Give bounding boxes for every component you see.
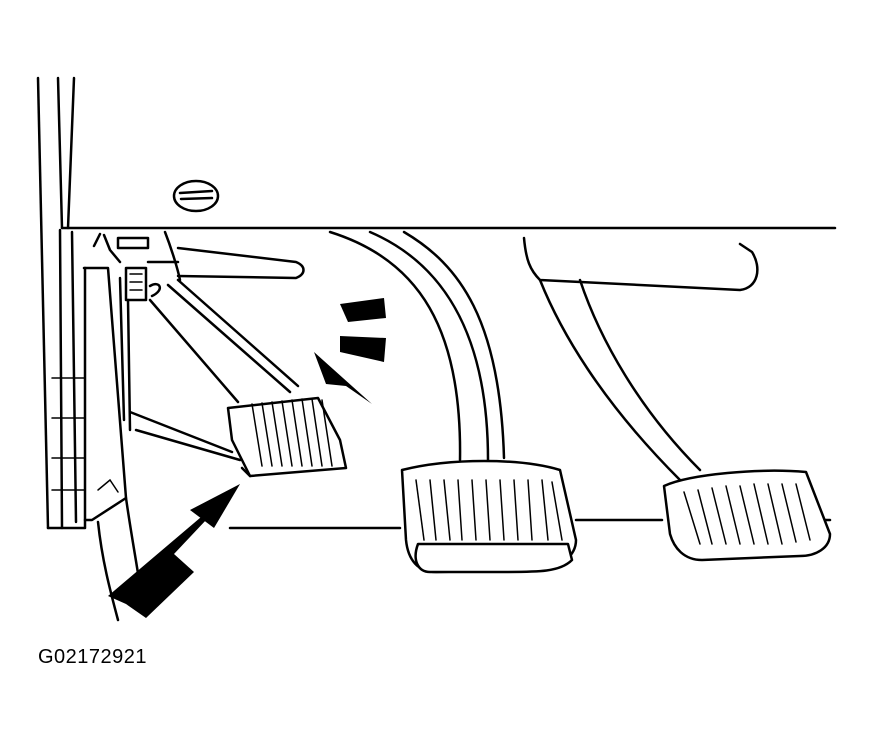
release-rod xyxy=(163,230,305,282)
pedal-switch xyxy=(116,236,180,302)
brake-pedal xyxy=(328,230,578,574)
figure-caption: G02172921 xyxy=(38,646,148,668)
arrow-pointing-up-right-icon xyxy=(108,484,240,618)
segmented-arrow-pointing-down-left-icon xyxy=(314,298,386,404)
kick-panel xyxy=(70,230,132,524)
parking-brake-pedal xyxy=(128,278,348,478)
accelerator-pedal xyxy=(522,236,832,562)
floor xyxy=(96,496,832,622)
dashboard-edge xyxy=(60,179,837,230)
door-pillar xyxy=(36,76,87,530)
